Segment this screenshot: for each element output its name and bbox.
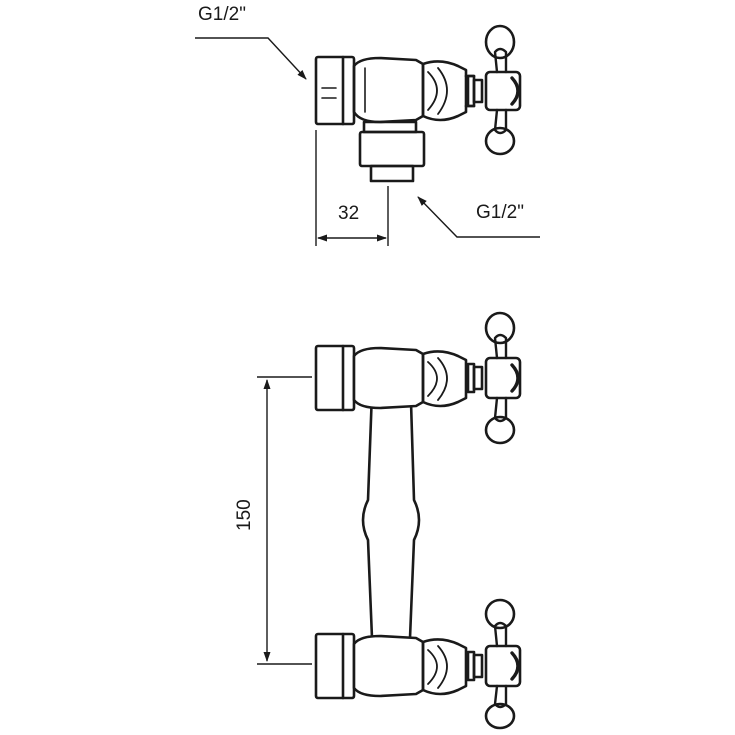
side-view-dimensions — [195, 37, 540, 246]
depth-dimension-label: 32 — [338, 203, 359, 224]
outlet-thread-label: G1/2" — [476, 202, 524, 223]
lower-valve-front — [314, 598, 522, 730]
cross-handle-side — [472, 24, 522, 156]
front-view-dimensions — [257, 376, 312, 665]
bonnet-side — [421, 60, 476, 122]
outlet-leader-line — [417, 196, 540, 238]
inlet-nut-side — [314, 55, 356, 126]
valve-body-side — [352, 56, 425, 124]
inlet-thread-label: G1/2" — [198, 4, 246, 25]
mixer-body-front — [361, 384, 421, 640]
outlet-spigot-side — [358, 120, 426, 183]
front-view — [314, 311, 522, 730]
inlet-leader-line — [195, 37, 307, 80]
centres-dimension-label: 150 — [234, 499, 255, 531]
upper-valve-front — [314, 311, 522, 445]
side-view — [314, 24, 522, 183]
